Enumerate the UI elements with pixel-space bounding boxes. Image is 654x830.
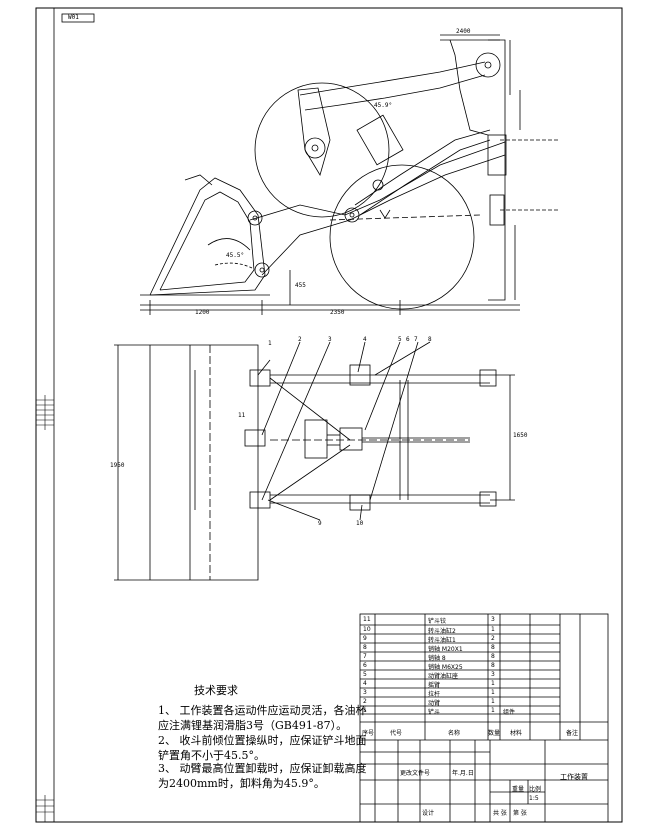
dim-label: 2400: [456, 28, 471, 35]
bom-header-note: 备注: [566, 730, 579, 737]
bom-qty: 1: [491, 680, 495, 687]
bom-seq: 3: [363, 689, 367, 696]
scale-value: 1:5: [529, 795, 539, 802]
bom-qty: 2: [491, 635, 495, 642]
bom-seq: 10: [363, 626, 371, 633]
bom-seq: 5: [363, 671, 367, 678]
bom-name: 转斗油缸2: [428, 628, 456, 635]
balloon: 8: [428, 336, 432, 343]
bom-qty: 3: [491, 616, 495, 623]
dim-label: 2350: [330, 309, 345, 316]
bom-name: 销轴 8: [428, 655, 446, 662]
dim-label: 455: [295, 282, 306, 289]
bom-qty: 1: [491, 626, 495, 633]
balloon: 9: [318, 520, 322, 527]
weight-label: 重量: [512, 786, 525, 793]
bom-qty: 8: [491, 662, 495, 669]
plan-view: [114, 341, 515, 581]
bom-header-code: 代号: [390, 730, 403, 737]
dim-label: 1650: [513, 432, 528, 439]
angle-label: 45.5°: [226, 252, 245, 259]
bom-seq: 8: [363, 644, 367, 651]
bom-qty: 1: [491, 707, 495, 714]
bom-header-material: 材料: [510, 730, 523, 737]
tech-requirements-title: 技术要求: [194, 684, 238, 697]
design-label: 设计: [422, 810, 435, 817]
bom-qty: 8: [491, 644, 495, 651]
change-doc-label: 更改文件号: [400, 770, 431, 777]
bom-name: 铲斗: [428, 709, 441, 716]
bom-seq: 7: [363, 653, 367, 660]
corner-tag-box: [61, 13, 95, 23]
bom-name: 动臂: [428, 700, 441, 707]
tech-requirement-item: 3、 动臂最高位置卸载时，应保证卸载高度为2400mm时，卸料角为45.9°。: [158, 762, 367, 790]
bom-header-qty: 数量: [488, 730, 501, 737]
bom-name: 销轴 M6X25: [428, 664, 463, 671]
bom-header-seq: 序号: [362, 730, 375, 737]
bom-name: 铲斗铰: [428, 618, 447, 625]
balloon: 2: [298, 336, 302, 343]
bom-seq: 2: [363, 698, 367, 705]
bom-name: 拉杆: [428, 691, 441, 698]
side-view: [140, 34, 560, 315]
balloon: 6: [406, 336, 410, 343]
balloon: 10: [356, 520, 364, 527]
angle-label: 45.9°: [374, 102, 393, 109]
bom-name: 摇臂: [428, 682, 441, 689]
bom-name: 动臂油缸座: [428, 673, 459, 680]
bom-qty: 1: [491, 698, 495, 705]
bom-name: 销轴 M20X1: [428, 646, 463, 653]
bom-seq: 9: [363, 635, 367, 642]
bom-qty: 1: [491, 689, 495, 696]
bom-seq: 11: [363, 616, 371, 623]
bom-seq: 6: [363, 662, 367, 669]
bom-note: 组件: [503, 709, 516, 716]
bom-qty: 3: [491, 671, 495, 678]
wheel-front: [329, 164, 475, 310]
dim-label: 1950: [110, 462, 125, 469]
corner-tag: W01: [68, 14, 79, 21]
tech-requirement-item: 2、 收斗前倾位置操纵时，应保证铲斗地面铲置角不小于45.5°。: [158, 734, 367, 762]
bom-seq: 1: [363, 707, 367, 714]
balloon: 5: [398, 336, 402, 343]
sheet-total: 共 张: [493, 810, 507, 817]
inner-border: [53, 7, 623, 823]
balloon: 4: [363, 336, 367, 343]
balloon: 1: [268, 340, 272, 347]
balloon: 3: [328, 336, 332, 343]
sheet-no: 第 张: [513, 810, 527, 817]
wheel-rear: [254, 82, 390, 218]
dim-label: 1200: [195, 309, 210, 316]
title-block: [359, 613, 609, 823]
bom-seq: 4: [363, 680, 367, 687]
binding-strip: [36, 395, 54, 822]
balloon: 11: [238, 412, 246, 419]
drawing-title: 工作装置: [560, 773, 588, 781]
bom-qty: 8: [491, 653, 495, 660]
scale-label: 比例: [529, 786, 542, 793]
date-label: 年.月.日: [452, 770, 474, 777]
bom-header-name: 名称: [448, 730, 461, 737]
balloon: 7: [414, 336, 418, 343]
bom-name: 转斗油缸1: [428, 637, 456, 644]
tech-requirement-item: 1、 工作装置各运动件应运动灵活，各油杯应注满锂基润滑脂3号（GB491-87）…: [158, 704, 367, 732]
outer-border: [35, 7, 623, 823]
